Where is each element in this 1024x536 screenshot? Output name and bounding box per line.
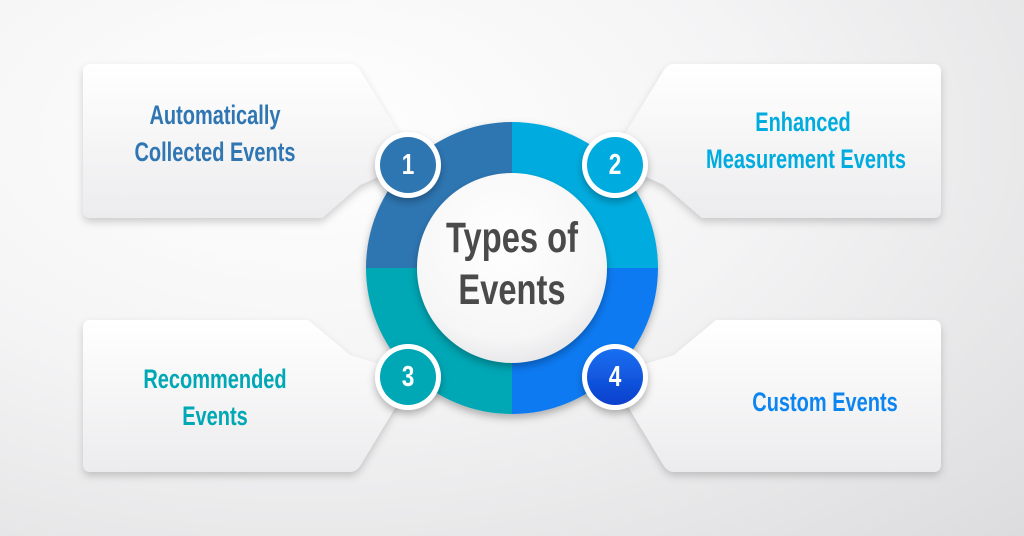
card-3-label: Recommended Events — [126, 361, 304, 435]
center-title-line-2: Events — [458, 266, 566, 314]
card-2-shape — [609, 64, 941, 218]
card-3-label-line-2: Events — [182, 401, 248, 431]
card-4-shape — [609, 320, 941, 472]
ring-segment-4 — [512, 268, 658, 414]
card-2-label: Enhanced Measurement Events — [706, 104, 906, 178]
badge-4 — [582, 344, 648, 410]
ring-segment-1 — [366, 122, 512, 268]
badge-1-number: 1 — [401, 149, 415, 181]
card-4-label: Custom Events — [733, 384, 918, 421]
badge-2 — [582, 132, 648, 198]
card-3-shape — [83, 320, 415, 472]
ring — [366, 122, 658, 414]
card-1-label: Automatically Collected Events — [126, 97, 304, 171]
ring-segment-3 — [366, 268, 512, 414]
card-3-label-line-1: Recommended — [143, 364, 287, 394]
card-1-label-line-2: Collected Events — [134, 137, 296, 167]
card-1-shape — [83, 64, 415, 218]
badge-3-number: 3 — [401, 361, 415, 393]
badge-3 — [375, 344, 441, 410]
ring-segment-2 — [512, 122, 658, 268]
badge-4-number: 4 — [608, 361, 622, 393]
card-2-label-line-1: Enhanced — [755, 107, 851, 137]
card-2-label-line-2: Measurement Events — [706, 144, 906, 174]
card-4-label-line-1: Custom Events — [752, 387, 898, 417]
center-circle — [417, 173, 607, 363]
badge-2-number: 2 — [608, 149, 622, 181]
center-title: Types of Events — [436, 212, 588, 316]
badge-1 — [375, 132, 441, 198]
center-title-line-1: Types of — [446, 214, 578, 262]
card-1-label-line-1: Automatically — [149, 100, 281, 130]
